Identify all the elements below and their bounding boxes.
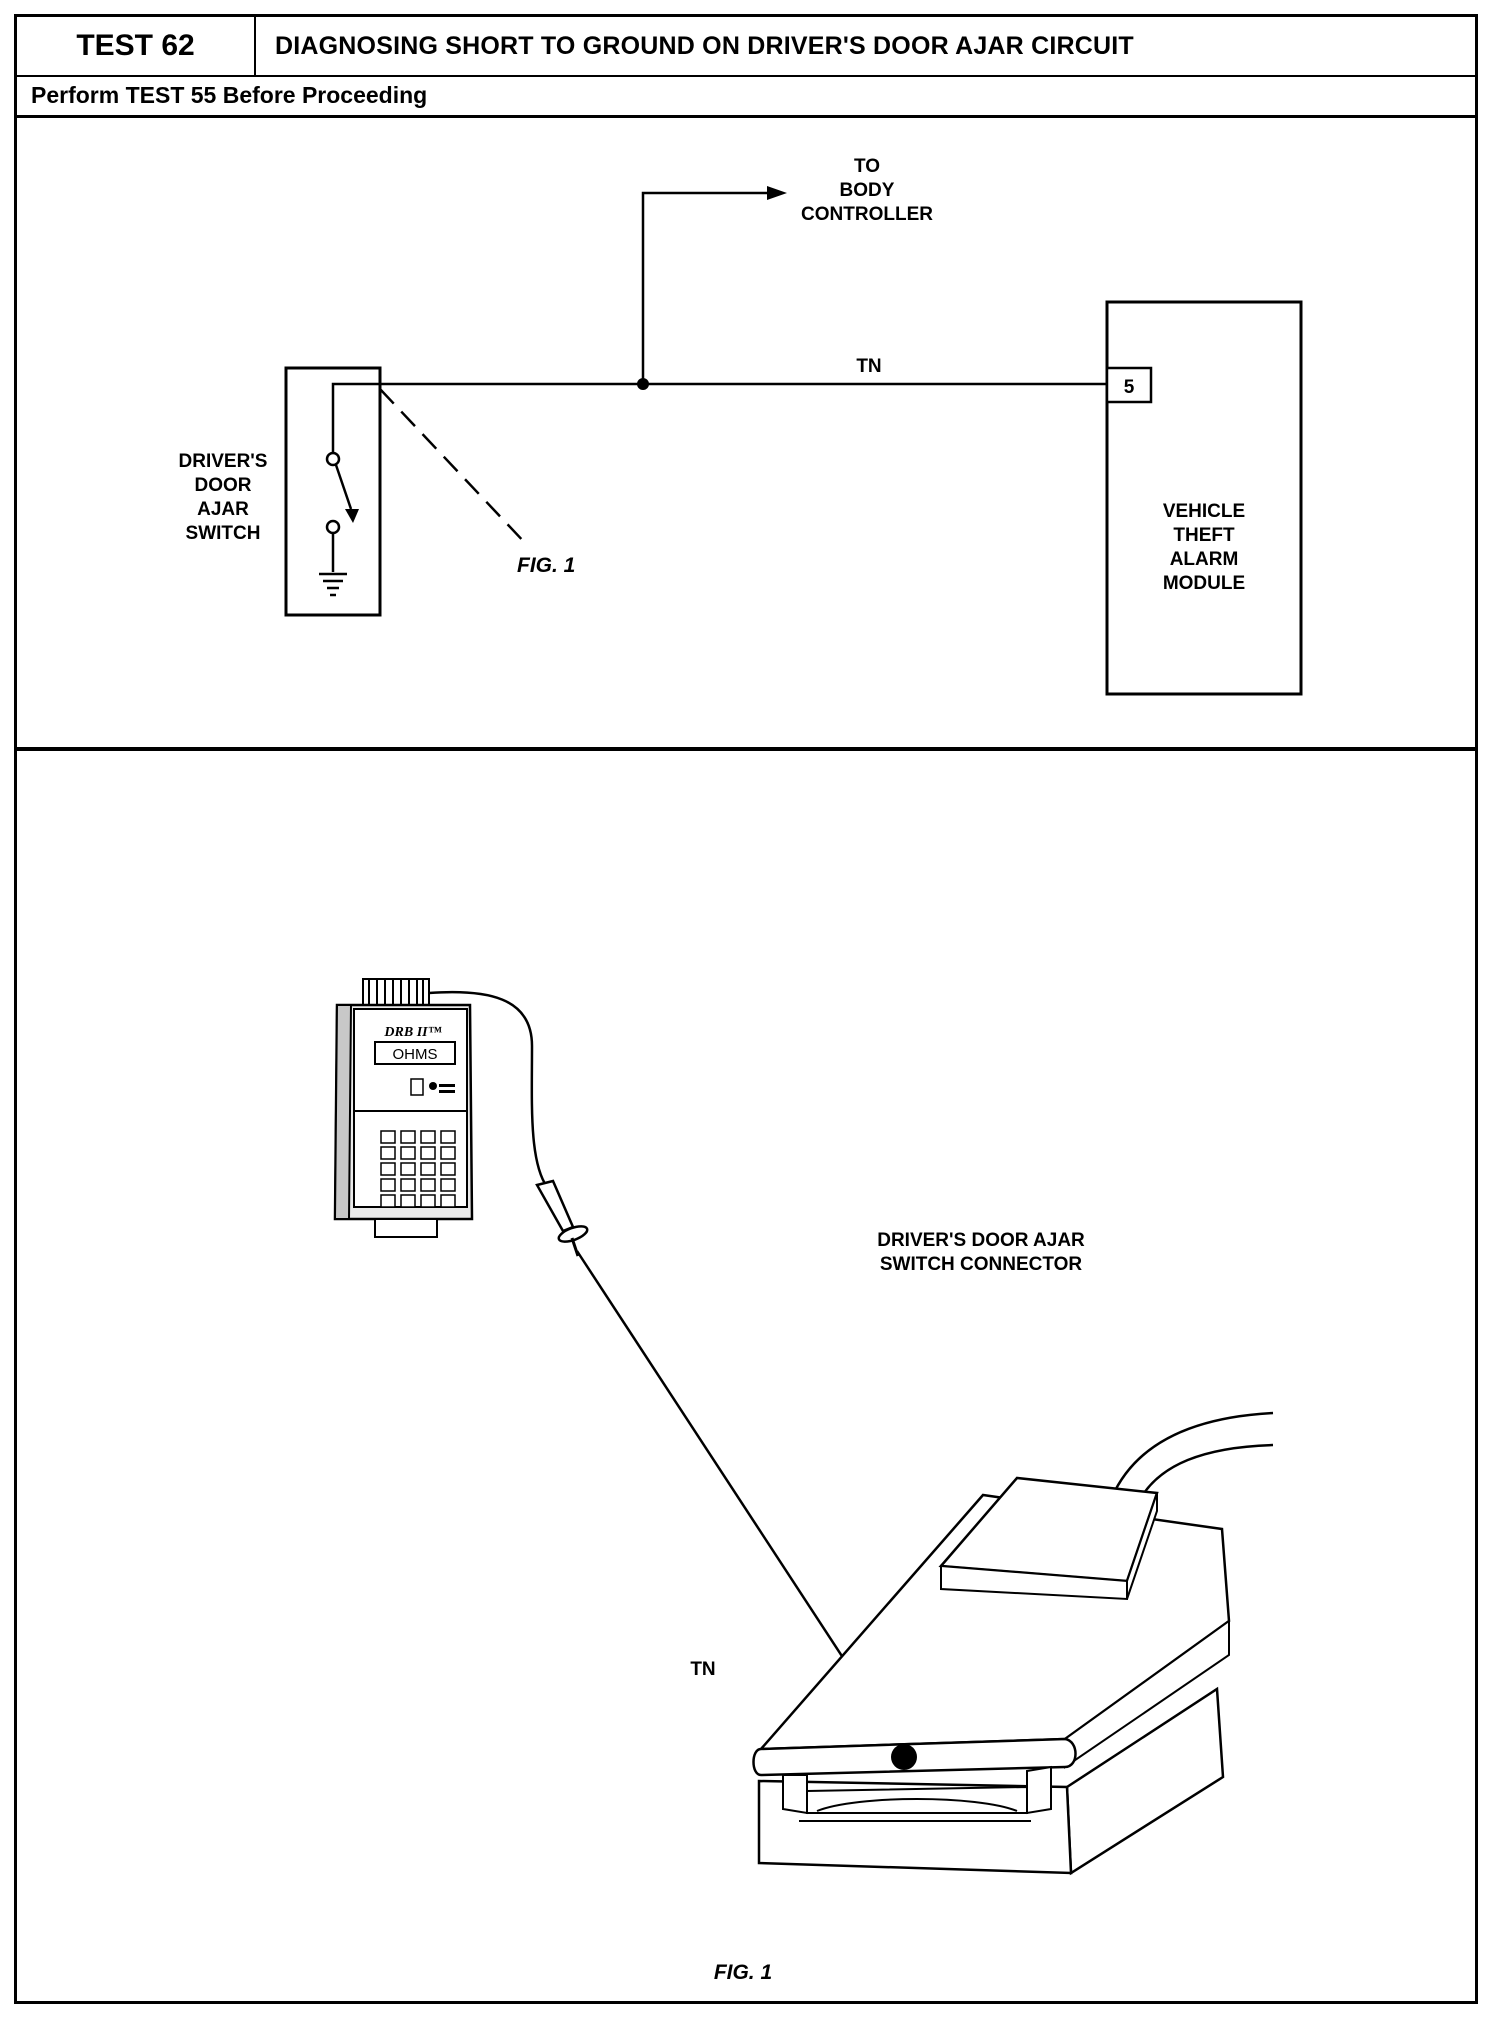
switch-contact-icon bbox=[325, 519, 341, 535]
switch-lead bbox=[331, 382, 380, 453]
section-divider bbox=[17, 747, 1475, 751]
wiring-schematic: TO BODY CONTROLLER TN 5 VEHICLE THEFT AL… bbox=[179, 156, 1303, 696]
fig-1-leader bbox=[379, 388, 528, 546]
svg-text:BODY: BODY bbox=[840, 180, 895, 201]
figure-caption: FIG. 1 bbox=[714, 1961, 772, 1984]
prerequisite-row: Perform TEST 55 Before Proceeding bbox=[17, 75, 1475, 118]
svg-text:SWITCH: SWITCH bbox=[186, 523, 261, 544]
ground-icon bbox=[319, 572, 347, 597]
driver-door-ajar-switch-connector bbox=[752, 1411, 1274, 1876]
tester-display: OHMS bbox=[393, 1046, 438, 1063]
drb-ii-tester: DRB II™ OHMS bbox=[333, 978, 474, 1238]
pin-5-box bbox=[1105, 366, 1153, 404]
test-number: TEST 62 bbox=[17, 17, 256, 75]
switch-contact-icon bbox=[325, 451, 341, 467]
svg-text:AJAR: AJAR bbox=[197, 499, 249, 520]
terminal-label: TN bbox=[690, 1659, 715, 1680]
branch-wire bbox=[641, 191, 767, 384]
connector-label: DRIVER'S DOOR AJAR SWITCH CONNECTOR bbox=[877, 1230, 1085, 1275]
pin-label: 5 bbox=[1124, 377, 1135, 398]
svg-text:DOOR: DOOR bbox=[195, 475, 252, 496]
svg-text:ALARM: ALARM bbox=[1170, 549, 1239, 570]
splice-dot bbox=[637, 378, 649, 390]
switch-label: DRIVER'S DOOR AJAR SWITCH bbox=[179, 451, 268, 544]
test-probe bbox=[535, 1179, 589, 1257]
svg-text:SWITCH CONNECTOR: SWITCH CONNECTOR bbox=[880, 1254, 1083, 1275]
to-body-controller-label: TO BODY CONTROLLER bbox=[801, 156, 933, 225]
svg-text:CONTROLLER: CONTROLLER bbox=[801, 204, 933, 225]
svg-text:VEHICLE: VEHICLE bbox=[1163, 501, 1245, 522]
test-lead-cable bbox=[428, 990, 549, 1188]
tn-terminal bbox=[891, 1744, 917, 1770]
wire-color-label: TN bbox=[856, 356, 881, 377]
vehicle-theft-alarm-module bbox=[1105, 300, 1303, 696]
svg-text:DRIVER'S: DRIVER'S bbox=[179, 451, 268, 472]
svg-text:DRIVER'S DOOR AJAR: DRIVER'S DOOR AJAR bbox=[877, 1230, 1085, 1251]
test-sheet: TEST 62 DIAGNOSING SHORT TO GROUND ON DR… bbox=[14, 14, 1478, 2004]
arrow-icon bbox=[767, 186, 787, 200]
tester-brand: DRB II™ bbox=[383, 1025, 441, 1040]
switch-arm bbox=[334, 464, 353, 510]
header-row: TEST 62 DIAGNOSING SHORT TO GROUND ON DR… bbox=[17, 17, 1475, 77]
module-label: VEHICLE THEFT ALARM MODULE bbox=[1163, 501, 1245, 594]
svg-text:MODULE: MODULE bbox=[1163, 573, 1245, 594]
prerequisite-note: Perform TEST 55 Before Proceeding bbox=[31, 81, 428, 108]
svg-text:TO: TO bbox=[854, 156, 880, 177]
svg-text:THEFT: THEFT bbox=[1173, 525, 1235, 546]
fig-1-reference: FIG. 1 bbox=[517, 554, 575, 577]
switch-arrow-icon bbox=[345, 509, 359, 523]
test-title: DIAGNOSING SHORT TO GROUND ON DRIVER'S D… bbox=[275, 31, 1134, 60]
fig-1-illustration: DRB II™ OHMS bbox=[333, 978, 1274, 1984]
